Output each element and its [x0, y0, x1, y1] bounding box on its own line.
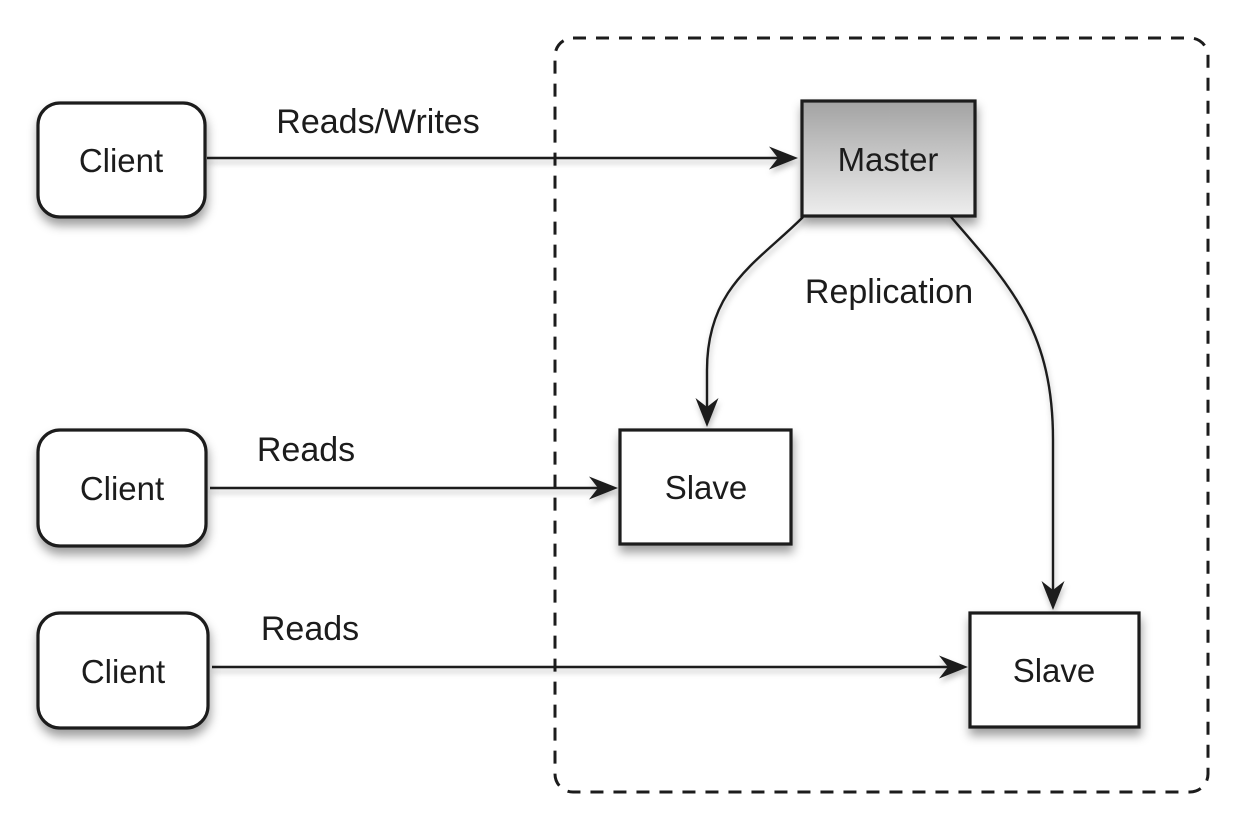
- edge-master-slave2: [950, 216, 1065, 610]
- slave-2-box: [968, 611, 1141, 729]
- arrowhead-down-icon: [695, 398, 719, 427]
- node-slave-2: Slave: [968, 611, 1141, 729]
- edges-group: [207, 146, 1065, 679]
- client-2-label: Client: [80, 470, 164, 507]
- node-master: Master: [800, 99, 977, 218]
- slave-nodes-group: Slave Slave: [618, 428, 1141, 729]
- client-3-label: Client: [81, 653, 165, 690]
- edge-master-slave2-curve: [950, 216, 1055, 591]
- edge-label-reads-top: Reads: [257, 431, 355, 469]
- edge-master-slave1: [695, 216, 804, 427]
- node-client-3: Client: [36, 611, 210, 730]
- edge-label-reads-bottom: Reads: [261, 610, 359, 648]
- node-client-1: Client: [36, 101, 207, 219]
- arrowhead-right-icon: [939, 655, 968, 679]
- client-nodes-group: Client Client Client: [36, 101, 210, 730]
- client-3-box: [36, 611, 210, 730]
- slave-1-box: [618, 428, 793, 546]
- edge-label-replication: Replication: [805, 273, 973, 311]
- edge-client2-slave1: [210, 476, 618, 500]
- arrowhead-down-icon: [1041, 581, 1065, 610]
- client-1-label: Client: [79, 142, 163, 179]
- edge-master-slave1-curve: [705, 216, 804, 408]
- client-2-box: [36, 428, 208, 548]
- client-1-box: [36, 101, 207, 219]
- master-box: [800, 99, 977, 218]
- node-slave-1: Slave: [618, 428, 793, 546]
- edge-client1-master: [207, 146, 798, 170]
- slave-1-label: Slave: [665, 469, 748, 506]
- edge-label-reads-writes: Reads/Writes: [276, 103, 479, 141]
- edge-client3-slave2: [212, 655, 968, 679]
- slave-2-label: Slave: [1013, 652, 1096, 689]
- replication-group-boundary: [553, 36, 1210, 794]
- node-client-2: Client: [36, 428, 208, 548]
- arrowhead-right-icon: [589, 476, 618, 500]
- arrowhead-right-icon: [769, 146, 798, 170]
- master-label: Master: [838, 141, 939, 178]
